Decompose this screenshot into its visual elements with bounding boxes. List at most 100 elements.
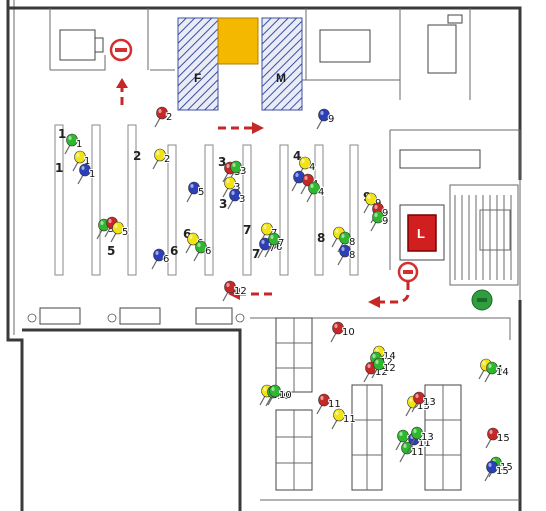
pushpin-label: 15 bbox=[497, 433, 510, 444]
wc-door bbox=[217, 17, 259, 65]
aisle-number: 3 bbox=[218, 155, 226, 169]
pushpin-icon: 5 bbox=[110, 221, 129, 243]
meeting-table-top-left bbox=[59, 29, 104, 61]
pushpin-icon: 2 bbox=[154, 106, 173, 128]
pushpin-label: 6 bbox=[276, 242, 282, 253]
pushpin-label: 12 bbox=[234, 286, 247, 297]
pushpin-label: 7 bbox=[278, 238, 284, 249]
pushpin-label: 11 bbox=[343, 414, 356, 425]
aisle-number: 4 bbox=[293, 149, 301, 163]
shelving bbox=[54, 124, 359, 276]
pushpin-icon: 9 bbox=[316, 108, 335, 130]
pushpin-label: 3 bbox=[240, 166, 246, 177]
pushpin-label: 8 bbox=[349, 237, 355, 248]
pushpin-label: 5 bbox=[108, 224, 114, 235]
aisle-number: 6 bbox=[170, 244, 178, 258]
pushpin-icon: 1 bbox=[64, 133, 83, 155]
aisle-number: 3 bbox=[219, 197, 227, 211]
pushpin-icon: 2 bbox=[152, 148, 171, 170]
study-desks-bottom bbox=[275, 317, 462, 491]
pushpin-label: 9 bbox=[328, 114, 334, 125]
pushpin-label: 1 bbox=[84, 156, 90, 167]
pushpin-label: 11 bbox=[418, 438, 431, 449]
aisle-number: 5 bbox=[107, 244, 115, 258]
pushpin-icon: 4 bbox=[306, 181, 325, 203]
pushpin-label: 11 bbox=[411, 447, 424, 458]
study-tables-row bbox=[27, 149, 481, 325]
wc-female: F bbox=[177, 17, 219, 111]
pushpin-label: 5 bbox=[198, 187, 204, 198]
pushpin-label: 12 bbox=[383, 363, 396, 374]
aisle-number: 7 bbox=[252, 247, 260, 261]
pushpin-label: 3 bbox=[239, 194, 245, 205]
pushpin-label: 2 bbox=[166, 112, 172, 123]
pushpin-icon: 11 bbox=[316, 393, 342, 415]
pushpin-label: 15 bbox=[496, 466, 509, 477]
pushpin-label: 10 bbox=[342, 327, 355, 338]
pushpin-icon: 11 bbox=[399, 441, 425, 463]
pushpin-icon: 14 bbox=[484, 361, 510, 383]
pushpin-icon: 15 bbox=[485, 427, 511, 449]
pushpin-icon: 4 bbox=[297, 156, 316, 178]
aisle-numbers: 1 1 2 3 3 4 5 6 6 7 7 8 9 bbox=[55, 127, 371, 261]
meeting-table-top-right bbox=[427, 14, 463, 74]
building-walls bbox=[6, 0, 522, 511]
pushpin-icon: 12 bbox=[363, 361, 389, 383]
pushpin-label: 9 bbox=[382, 216, 388, 227]
pushpin-icon: 3 bbox=[228, 160, 247, 182]
pushpin-icon: 12 bbox=[222, 280, 248, 302]
wc-male: M bbox=[261, 17, 303, 111]
pushpin-icon: 6 bbox=[151, 248, 170, 270]
pushpins: 1112293333444455556666777888999121010101… bbox=[64, 106, 514, 482]
pushpin-label: 6 bbox=[163, 254, 169, 265]
pushpin-icon: 9 bbox=[370, 210, 389, 232]
pushpin-label: 4 bbox=[318, 187, 324, 198]
aisle-number: 7 bbox=[243, 223, 251, 237]
pushpin-icon: 7 bbox=[257, 237, 276, 259]
pushpin-icon: 15 bbox=[484, 460, 510, 482]
pushpin-icon: 5 bbox=[186, 181, 205, 203]
pushpin-label: 6 bbox=[205, 246, 211, 257]
aisle-number: 1 bbox=[55, 161, 63, 175]
pushpin-label: 3 bbox=[234, 182, 240, 193]
pushpin-icon: 1 bbox=[77, 163, 96, 185]
stairwell bbox=[449, 184, 519, 286]
pushpin-label: 1 bbox=[76, 139, 82, 150]
pushpin-icon: 7 bbox=[266, 232, 285, 254]
pushpin-icon: 11 bbox=[331, 408, 357, 430]
pushpin-label: 13 bbox=[423, 397, 436, 408]
pushpin-icon: 13 bbox=[411, 391, 437, 413]
pushpin-label: 10 bbox=[279, 390, 292, 401]
pushpin-label: 15 bbox=[500, 462, 513, 473]
aisle-number: 1 bbox=[58, 127, 66, 141]
pushpin-label: 8 bbox=[349, 250, 355, 261]
pushpin-label: 9 bbox=[382, 208, 388, 219]
aisle-number: 2 bbox=[133, 149, 141, 163]
pushpin-label: 14 bbox=[496, 367, 509, 378]
pushpin-icon: 13 bbox=[409, 426, 435, 448]
pushpin-label: 2 bbox=[164, 154, 170, 165]
exit-icon bbox=[471, 289, 493, 311]
pushpin-label: 14 bbox=[383, 351, 396, 362]
pushpin-label: 11 bbox=[328, 399, 341, 410]
pushpin-label: 7 bbox=[269, 243, 275, 254]
pushpin-label: 5 bbox=[122, 227, 128, 238]
svg-text:F: F bbox=[194, 71, 201, 85]
pushpin-icon: 8 bbox=[337, 231, 356, 253]
no-entry-icon bbox=[109, 38, 133, 62]
pushpin-icon: 1 bbox=[72, 150, 91, 172]
aisle-number: 6 bbox=[183, 227, 191, 241]
pushpin-label: 13 bbox=[421, 432, 434, 443]
lift-icon: L bbox=[417, 226, 425, 241]
route-arrows bbox=[116, 78, 410, 308]
pushpin-icon: 10 bbox=[267, 384, 293, 406]
aisle-number: 8 bbox=[317, 231, 325, 245]
pushpin-icon: 8 bbox=[337, 244, 356, 266]
svg-text:M: M bbox=[276, 71, 286, 85]
pushpin-label: 1 bbox=[89, 169, 95, 180]
pushpin-icon: 10 bbox=[330, 321, 356, 343]
pushpin-icon: 6 bbox=[193, 240, 212, 262]
pushpin-icon: 12 bbox=[371, 357, 397, 379]
lift: L bbox=[399, 204, 445, 261]
